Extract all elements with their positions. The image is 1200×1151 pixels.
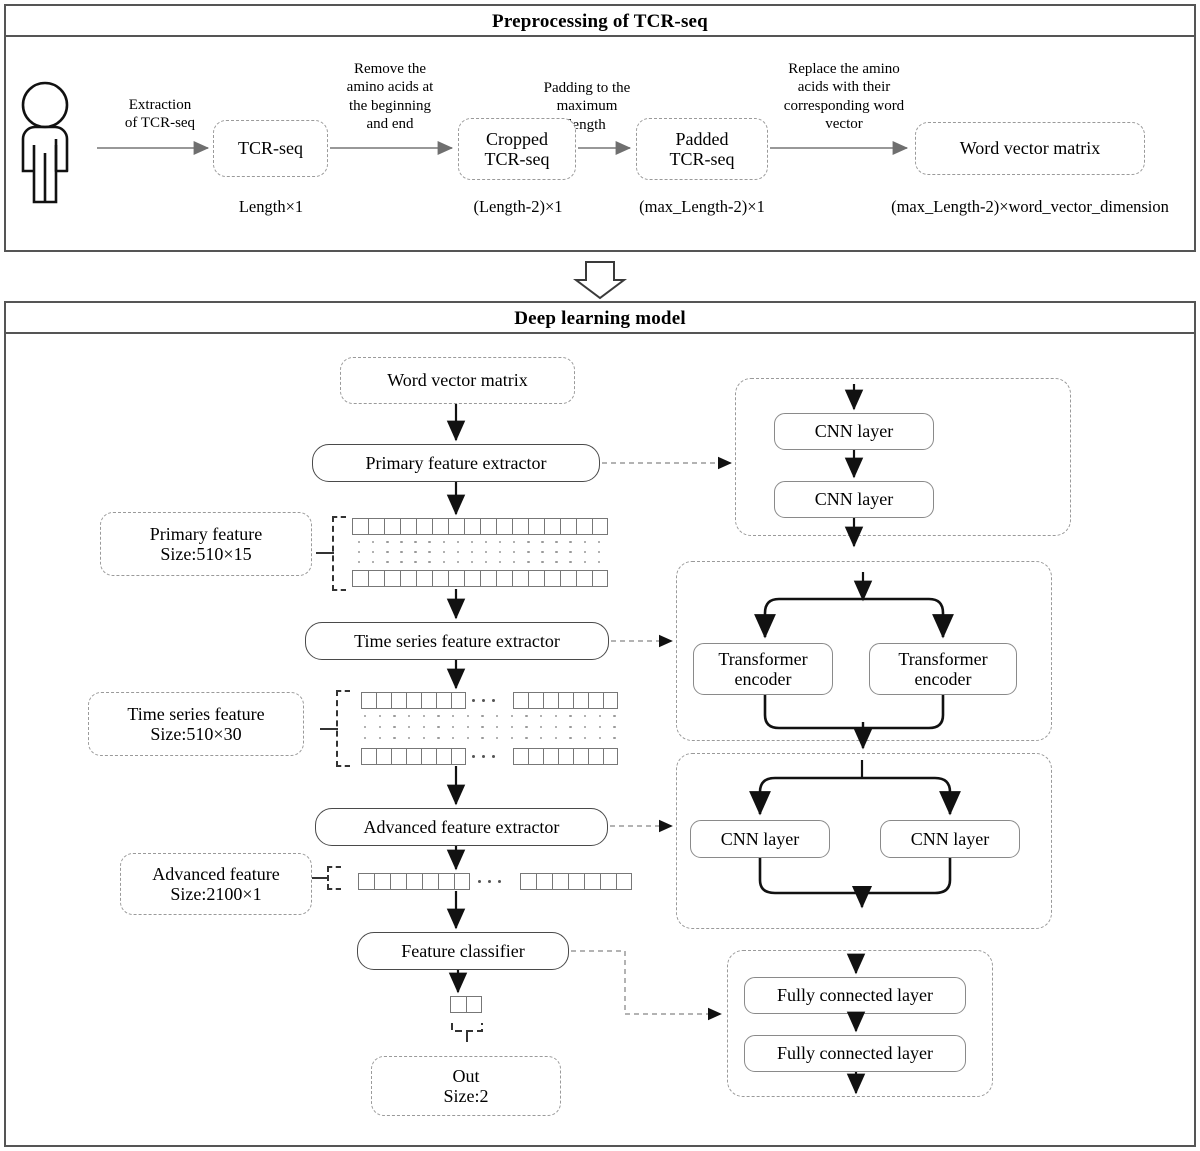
caption-maxlength-2: (max_Length-2)×1	[639, 197, 765, 216]
edge-label-remove: Remove the amino acids at the beginning …	[346, 61, 434, 132]
grid-time-series-dots-3	[364, 737, 616, 740]
block-cnn-layer-1b[interactable]: CNN layer	[774, 481, 934, 518]
block-cnn-layer-2b[interactable]: CNN layer	[880, 820, 1020, 858]
caption-maxlength-wvd: (max_Length-2)×word_vector_dimension	[891, 197, 1169, 216]
block-fully-connected-layer-a[interactable]: Fully connected layer	[744, 977, 966, 1014]
model-panel-title: Deep learning model	[6, 303, 1194, 334]
block-transformer-encoder-a[interactable]: Transformer encoder	[693, 643, 833, 695]
grid-primary-feature-top-row	[352, 518, 608, 535]
bracket-tick-advanced	[312, 877, 329, 879]
label-advanced-feature: Advanced feature Size:2100×1	[120, 853, 312, 915]
label-time-series-feature: Time series feature Size:510×30	[88, 692, 304, 756]
grid-time-series-bottom-left	[361, 748, 466, 765]
label-primary-feature: Primary feature Size:510×15	[100, 512, 312, 576]
grid-time-series-top-right	[513, 692, 618, 709]
bracket-time-series-feature	[336, 690, 350, 767]
node-out[interactable]: Out Size:2	[371, 1056, 561, 1116]
edge-label-replace: Replace the amino acids with their corre…	[783, 61, 905, 132]
block-transformer-encoder-b[interactable]: Transformer encoder	[869, 643, 1017, 695]
block-cnn-layer-2a[interactable]: CNN layer	[690, 820, 830, 858]
grid-advanced-feature-left	[358, 873, 470, 890]
down-block-arrow-icon	[573, 261, 627, 300]
bracket-primary-feature	[332, 516, 346, 591]
grid-time-series-dots-1	[364, 715, 616, 718]
grid-time-series-bottom-ellipsis	[472, 755, 495, 758]
grid-time-series-top-left	[361, 692, 466, 709]
grid-primary-feature-bottom-row	[352, 570, 608, 587]
caption-length: Length×1	[238, 197, 304, 216]
node-word-vector-matrix-pre[interactable]: Word vector matrix	[915, 122, 1145, 175]
edge-label-extraction: Extraction of TCR-seq	[124, 97, 196, 132]
bracket-tick-time-series	[320, 728, 338, 730]
node-time-series-feature-extractor[interactable]: Time series feature extractor	[305, 622, 609, 660]
grid-time-series-bottom-right	[513, 748, 618, 765]
grid-primary-feature-dots-3	[358, 561, 600, 564]
grid-time-series-top-ellipsis	[472, 699, 495, 702]
node-word-vector-matrix[interactable]: Word vector matrix	[340, 357, 575, 404]
preprocessing-panel-title: Preprocessing of TCR-seq	[6, 6, 1194, 37]
node-feature-classifier[interactable]: Feature classifier	[357, 932, 569, 970]
bracket-advanced-feature	[327, 866, 341, 890]
node-padded-tcr-seq[interactable]: Padded TCR-seq	[636, 118, 768, 180]
node-tcr-seq[interactable]: TCR-seq	[213, 120, 328, 177]
block-cnn-layer-1a[interactable]: CNN layer	[774, 413, 934, 450]
node-cropped-tcr-seq[interactable]: Cropped TCR-seq	[458, 118, 576, 180]
grid-primary-feature-dots-2	[358, 551, 600, 554]
grid-advanced-feature-ellipsis	[478, 880, 501, 883]
edge-label-padding: Padding to the maximum length	[543, 80, 631, 133]
node-advanced-feature-extractor[interactable]: Advanced feature extractor	[315, 808, 608, 846]
grid-primary-feature-dots-1	[358, 541, 600, 544]
bracket-tick-primary	[316, 552, 334, 554]
grid-time-series-dots-2	[364, 726, 616, 729]
caption-length-2: (Length-2)×1	[473, 197, 563, 216]
grid-output-vector	[450, 996, 482, 1013]
feature-classifier-detail-panel	[727, 950, 993, 1097]
block-fully-connected-layer-b[interactable]: Fully connected layer	[744, 1035, 966, 1072]
grid-advanced-feature-right	[520, 873, 632, 890]
node-primary-feature-extractor[interactable]: Primary feature extractor	[312, 444, 600, 482]
